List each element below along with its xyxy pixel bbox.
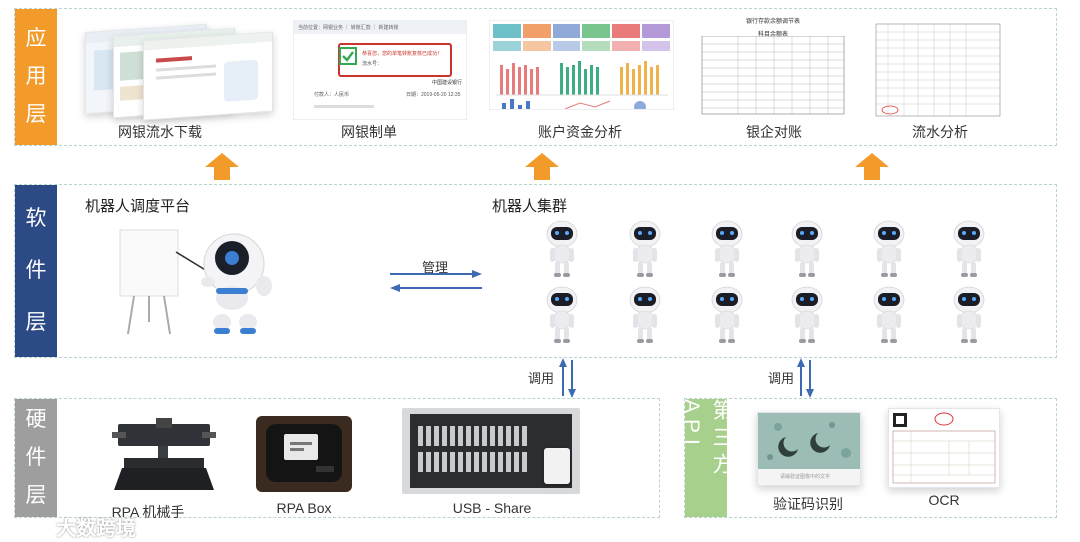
- invoke-label: 调用: [528, 371, 555, 386]
- caption-rpa-robotic-arm: RPA 机械手: [111, 504, 185, 520]
- caption-bank-statement-download: 网银流水下载: [118, 124, 202, 140]
- robot-icon: [952, 286, 986, 344]
- invoke-label: 调用: [768, 371, 795, 386]
- robot-cluster-title: 机器人集群: [492, 198, 568, 215]
- ocr-invoice-image: [888, 408, 1000, 488]
- robot-icon: [790, 286, 824, 344]
- bidirectional-arrow-icon: [390, 270, 482, 292]
- reconciliation-doc-title: 银行存款余额调节表: [745, 19, 800, 25]
- caption-usb-share: USB - Share: [452, 500, 532, 516]
- robot-icon: [790, 220, 824, 278]
- serial-label: 流水号：: [362, 61, 383, 67]
- application-layer-tab: 应 用 层: [15, 9, 57, 145]
- third-party-api-layer: 第三方API: [680, 398, 1057, 518]
- robot-icon: [628, 220, 662, 278]
- tab-char: 件: [25, 259, 47, 282]
- tab-char: 层: [25, 103, 47, 126]
- captcha-hint-bar: 请输验证图像中的文字: [758, 469, 860, 485]
- captcha-recognition-image: 请输验证图像中的文字: [757, 412, 861, 486]
- tab-char: 层: [25, 311, 47, 334]
- usb-share-image: [402, 408, 580, 494]
- caption-fund-analysis: 账户资金分析: [538, 124, 622, 140]
- software-layer-tab: 软 件 层: [15, 185, 57, 357]
- caption-rpa-box: RPA Box: [276, 500, 332, 516]
- tab-char: 软: [25, 207, 47, 230]
- vertical-bidirectional-arrow-icon: [559, 358, 576, 398]
- tab-char: 硬: [25, 408, 47, 431]
- success-text: 恭喜您，您的单笔转账复核已成功！: [362, 51, 443, 57]
- robot-icon: [872, 220, 906, 278]
- watermark-logo-icon: [11, 517, 47, 536]
- tab-char: 用: [25, 65, 47, 88]
- check-icon: [339, 47, 357, 65]
- caption-reconciliation: 银企对账: [746, 124, 802, 140]
- robot-icon: [872, 286, 906, 344]
- bank-statement-download-thumbnail: [85, 22, 275, 121]
- watermark-text: 大数跨境: [56, 518, 136, 540]
- rpa-box-image: [256, 416, 352, 492]
- robot-icon: [545, 220, 579, 278]
- bank-name: 中国建设银行: [431, 80, 462, 86]
- vertical-bidirectional-arrow-icon: [797, 358, 814, 398]
- scheduler-platform-title: 机器人调度平台: [85, 198, 191, 215]
- hardware-layer-tab: 硬 件 层: [15, 399, 57, 517]
- flow-analysis-thumbnail: [874, 14, 1002, 118]
- robot-icon: [628, 286, 662, 344]
- captcha-hint-text: 请输验证图像中的文字: [780, 474, 831, 480]
- caption-payment-order: 网银制单: [341, 124, 397, 140]
- caption-flow-analysis: 流水分析: [912, 124, 968, 140]
- watermark: 大数跨境: [10, 512, 136, 541]
- payment-breadcrumb: 当前位置：网银业务 ｜ 转账汇款 ｜ 新建转账: [294, 21, 466, 34]
- reconciliation-thumbnail: 银行存款余额调节表 科目余额表: [700, 14, 846, 118]
- scheduler-robot-illustration: [119, 229, 272, 335]
- caption-captcha-recognition: 验证码识别: [773, 496, 843, 512]
- reconciliation-doc-subtitle: 科目余额表: [757, 32, 788, 38]
- success-notice-box: 恭喜您，您的单笔转账复核已成功！ 流水号：: [338, 43, 452, 77]
- manage-label: 管理: [422, 260, 449, 275]
- rpa-robotic-arm-image: [112, 418, 216, 490]
- tab-char: 应: [25, 27, 47, 50]
- caption-ocr: OCR: [928, 492, 960, 508]
- robot-icon: [952, 220, 986, 278]
- robot-icon: [710, 286, 744, 344]
- date-label: 日期：2019-05-20 12:35: [406, 92, 461, 98]
- tab-char: 件: [25, 446, 47, 469]
- robot-icon: [545, 286, 579, 344]
- payment-order-thumbnail: 当前位置：网银业务 ｜ 转账汇款 ｜ 新建转账 恭喜您，您的单笔转账复核已成功！…: [293, 20, 467, 120]
- fund-analysis-dashboard-thumbnail: [489, 20, 674, 110]
- robot-icon: [710, 220, 744, 278]
- payer-label: 付款人：人民币: [314, 92, 350, 98]
- tab-text: 第三方API: [680, 399, 733, 480]
- third-party-api-tab: 第三方API: [680, 399, 733, 517]
- tab-char: 层: [25, 484, 47, 507]
